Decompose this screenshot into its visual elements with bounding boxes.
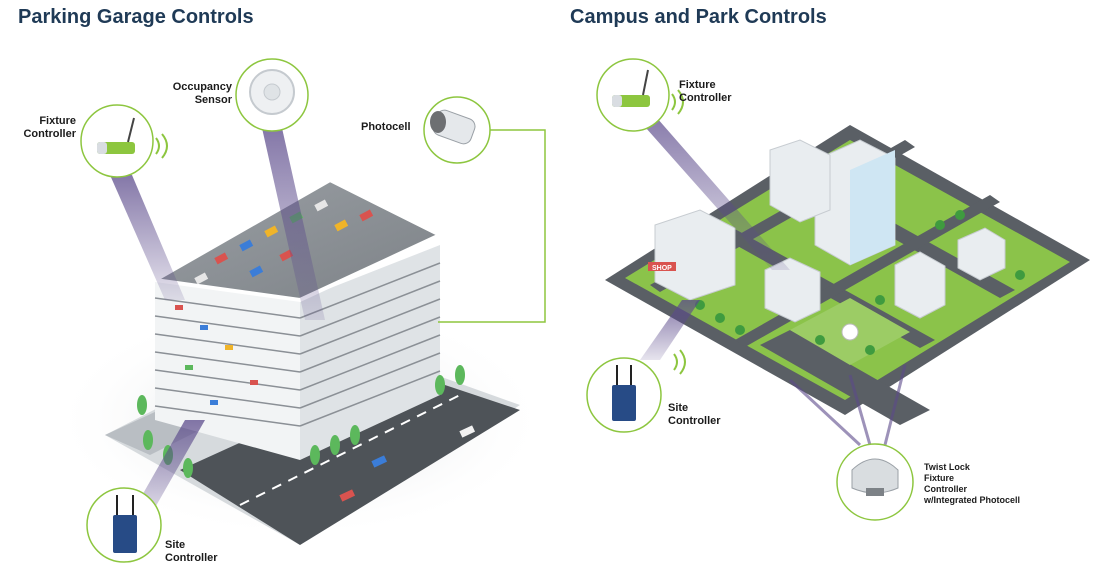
site-controller-device-left — [86, 487, 162, 563]
occupancy-beam — [262, 128, 325, 320]
shop-sign: SHOP — [652, 265, 672, 272]
campus-site-controller-device — [586, 349, 686, 433]
fixture-controller-device — [80, 104, 168, 178]
label-line: Controller — [23, 128, 76, 140]
label-line: Occupancy — [172, 81, 232, 93]
photocell-device — [423, 96, 491, 164]
campus-site-beam — [640, 300, 700, 360]
label-line: Fixture — [679, 79, 716, 91]
label-fixture-controller-left: Fixture Controller — [18, 115, 76, 141]
campus-fixture-beam — [630, 110, 790, 270]
twist-lock-beams — [788, 364, 907, 447]
campus-park-title: Campus and Park Controls — [570, 6, 827, 28]
label-photocell: Photocell — [361, 121, 411, 133]
label-line: Controller — [924, 484, 968, 494]
label-line: Twist Lock — [924, 462, 970, 472]
parking-garage-scene — [50, 177, 550, 545]
label-line: Controller — [668, 415, 721, 427]
label-fixture-controller-right: Fixture Controller — [679, 79, 732, 105]
parking-garage-title: Parking Garage Controls — [18, 6, 254, 28]
label-line: Site — [668, 402, 689, 414]
campus-scene: SHOP — [605, 125, 1090, 425]
label-twist-lock: Twist Lock Fixture Controller w/Integrat… — [924, 462, 1020, 506]
label-occupancy-sensor: Occupancy Sensor — [168, 81, 232, 107]
label-line: Controller — [679, 92, 732, 104]
twist-lock-device — [836, 443, 914, 521]
campus-fixture-controller-device — [596, 58, 684, 132]
occupancy-sensor-device — [235, 58, 309, 132]
label-site-controller-left: Site Controller — [165, 539, 218, 565]
photocell-connector — [438, 129, 546, 323]
label-line: Site — [165, 539, 186, 551]
label-line: Fixture — [924, 473, 955, 483]
label-line: Fixture — [39, 115, 76, 127]
site-controller-beam — [128, 420, 205, 520]
fixture-beam — [110, 175, 185, 300]
label-line: Controller — [165, 552, 218, 564]
label-line: Sensor — [194, 94, 232, 106]
label-site-controller-right: Site Controller — [668, 402, 721, 428]
label-line: w/Integrated Photocell — [924, 495, 1021, 505]
